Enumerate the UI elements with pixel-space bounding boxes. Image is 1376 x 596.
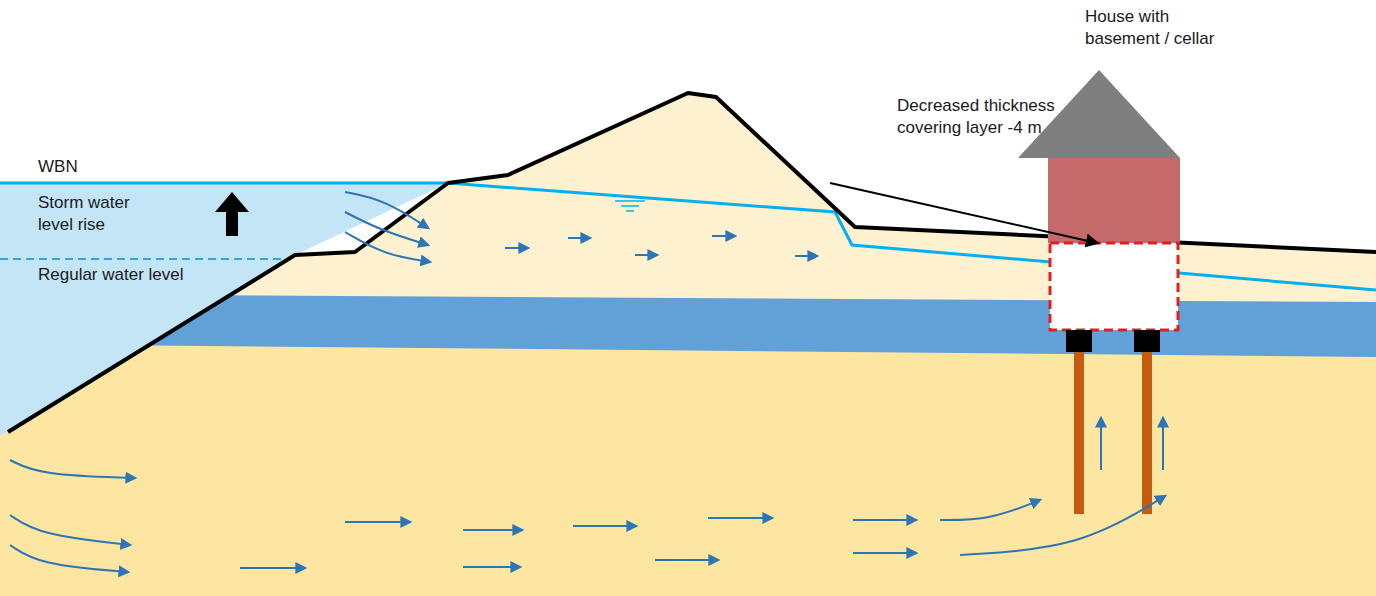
seepage-arrow xyxy=(853,552,916,554)
seepage-arrow xyxy=(345,192,428,228)
seepage-arrow xyxy=(505,247,528,249)
seepage-arrow xyxy=(940,500,1040,520)
seepage-arrow xyxy=(345,521,410,523)
seepage-arrow xyxy=(463,566,520,568)
seepage-arrow xyxy=(960,496,1165,555)
pile xyxy=(1142,352,1152,514)
pile-cap xyxy=(1066,330,1092,352)
phreatic-symbol xyxy=(615,201,645,211)
seepage-arrow xyxy=(1100,418,1102,470)
seepage-arrow xyxy=(708,517,772,519)
phreatic-line xyxy=(448,183,1376,290)
seepage-arrow xyxy=(10,545,128,572)
pile-cap xyxy=(1134,330,1160,352)
water-level-note: Regular water level xyxy=(38,264,238,286)
seepage-arrow xyxy=(345,232,430,262)
seepage-arrow xyxy=(853,519,916,521)
seepage-arrow xyxy=(10,460,135,478)
seepage-arrow xyxy=(1162,418,1164,470)
water-level-name: WBN xyxy=(38,156,118,178)
basement xyxy=(1050,243,1178,330)
regular-water-line xyxy=(0,258,289,260)
callout-note: Decreased thickness covering layer -4 m xyxy=(897,95,1059,139)
seepage-arrow xyxy=(712,235,735,237)
seepage-arrow xyxy=(463,529,522,531)
seepage-arrow xyxy=(10,515,130,545)
house-label: House with basement / cellar xyxy=(1085,6,1231,50)
house xyxy=(1018,70,1180,514)
house-wall xyxy=(1048,158,1180,243)
dike-outline xyxy=(8,93,1376,432)
rise-arrow xyxy=(215,192,249,236)
seepage-arrows xyxy=(10,192,1165,572)
pile xyxy=(1074,352,1084,514)
seepage-arrow xyxy=(573,525,636,527)
seepage-arrow xyxy=(795,255,817,257)
leader-line xyxy=(830,183,1097,243)
seepage-arrow xyxy=(635,254,657,256)
storm-note: Storm water level rise xyxy=(38,192,156,236)
seepage-arrow xyxy=(240,567,305,569)
storm-water-line xyxy=(0,182,448,185)
seepage-arrow xyxy=(655,559,718,561)
seepage-arrow xyxy=(568,237,590,239)
